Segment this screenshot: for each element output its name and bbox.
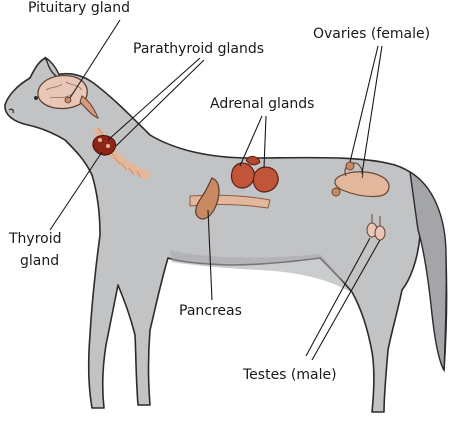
nostril — [8, 108, 14, 114]
eye — [34, 96, 38, 100]
body-shade — [170, 250, 350, 292]
leader-pancreas — [207, 209, 213, 301]
label-thyroid-line1: Thyroid — [9, 231, 62, 247]
leader-ovary-1 — [349, 45, 379, 163]
spermatic-cord — [371, 214, 381, 226]
testis-right — [374, 225, 386, 241]
label-thyroid-line2: gland — [20, 253, 60, 269]
leader-parathyroid-2 — [115, 59, 205, 147]
pituitary-gland-mark — [64, 96, 72, 104]
parathyroid-dot-1 — [98, 138, 102, 142]
label-parathyroid-glands: Parathyroid glands — [133, 41, 265, 57]
leader-testes-1 — [305, 237, 371, 357]
adrenal-gland-right — [252, 166, 279, 193]
ovary-left — [345, 161, 355, 171]
fallopian-tube — [344, 162, 364, 179]
pancreas-mark — [195, 177, 220, 220]
label-ovaries: Ovaries (female) — [313, 26, 431, 42]
brain-folds — [45, 81, 83, 99]
leader-testes-2 — [311, 239, 381, 361]
thyroid-gland-mark — [92, 135, 117, 156]
leader-thyroid — [49, 151, 103, 231]
leader-adrenal-1 — [239, 115, 263, 167]
adrenal-gland-cap — [245, 155, 261, 166]
brain — [37, 75, 88, 110]
tail — [409, 170, 447, 373]
leader-adrenal-2 — [263, 115, 267, 169]
label-pancreas: Pancreas — [179, 303, 242, 319]
label-adrenal-glands: Adrenal glands — [210, 96, 315, 112]
uterus-mark — [334, 171, 390, 198]
leader-ovary-2 — [361, 45, 383, 175]
label-testes: Testes (male) — [243, 367, 337, 383]
parathyroid-dot-2 — [106, 144, 110, 148]
ovary-right — [331, 187, 341, 197]
adrenal-gland-left — [230, 162, 255, 189]
brainstem — [79, 95, 99, 119]
leader-pituitary — [69, 19, 121, 99]
leader-parathyroid-1 — [107, 57, 201, 141]
label-pituitary-gland: Pituitary gland — [28, 0, 130, 16]
